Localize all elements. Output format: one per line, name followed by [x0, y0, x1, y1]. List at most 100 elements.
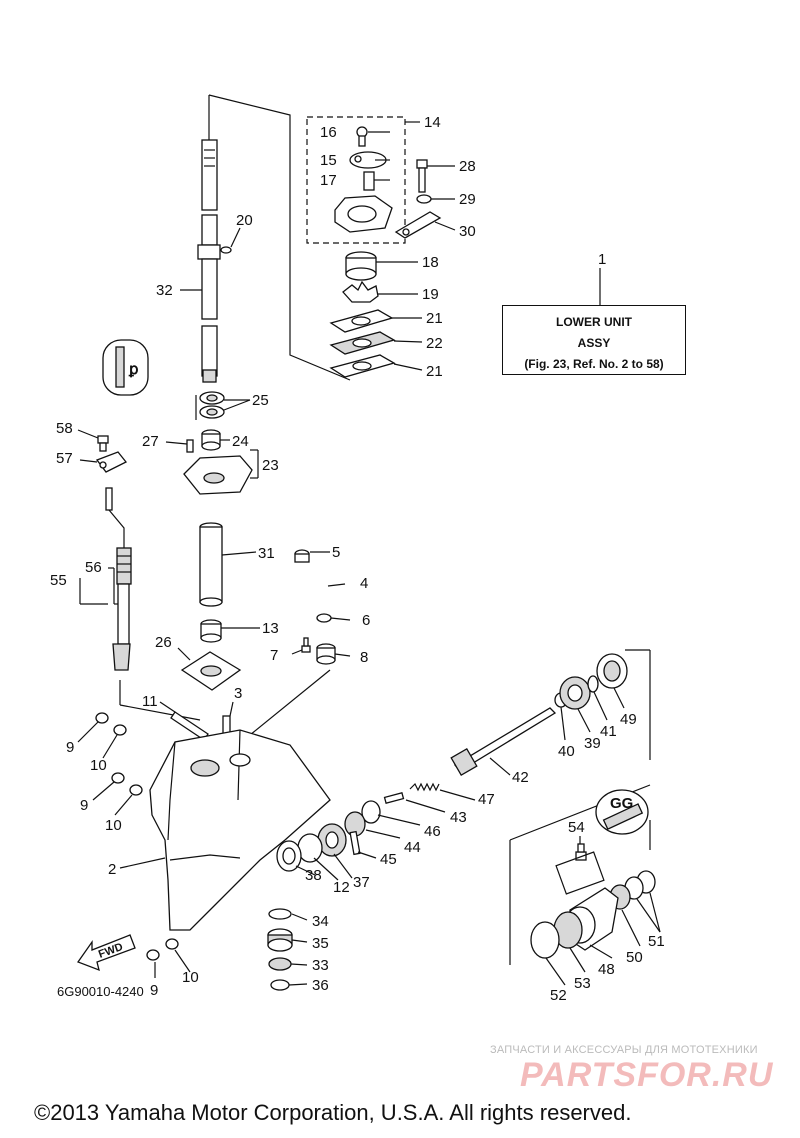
reverse-gear-39 [559, 676, 591, 710]
bracket-30 [394, 211, 442, 239]
callout-24: 24 [232, 433, 249, 450]
callout-45: 45 [380, 851, 397, 868]
guide-line-shaft [208, 94, 351, 381]
lower-unit-assy-label: LOWER UNIT ASSY (Fig. 23, Ref. No. 2 to … [502, 305, 686, 375]
fwd-arrow: FWD [76, 934, 136, 972]
callout-33: 33 [312, 957, 329, 974]
callout-5: 5 [332, 544, 340, 561]
holder-8 [316, 643, 336, 665]
oil-seal-housing-23 [183, 455, 253, 495]
callout-43: 43 [450, 809, 467, 826]
callout-29: 29 [459, 191, 476, 208]
bolt-9-middle [111, 772, 143, 796]
water-tube-4 [296, 568, 327, 610]
shim-34 [268, 908, 292, 920]
callout-1: 1 [598, 251, 606, 268]
callout-9-lower: 9 [150, 982, 158, 999]
callout-49: 49 [620, 711, 637, 728]
callout-10-lower: 10 [182, 969, 199, 986]
sleeve-31 [199, 522, 223, 607]
callout-56: 56 [85, 559, 102, 576]
callout-15: 15 [320, 152, 337, 169]
callout-26: 26 [155, 634, 172, 651]
pin-47 [383, 791, 405, 805]
seal-detail: ꝑ [102, 339, 149, 396]
callout-55: 55 [50, 572, 67, 589]
callout-7: 7 [270, 647, 278, 664]
callout-28: 28 [459, 158, 476, 175]
circlip-20 [220, 246, 232, 254]
callout-27: 27 [142, 433, 159, 450]
label-line-2: ASSY [577, 336, 611, 350]
oil-seals-25 [199, 391, 225, 419]
callout-22: 22 [426, 335, 443, 352]
label-line-1: LOWER UNIT [556, 315, 632, 329]
callout-54: 54 [568, 819, 585, 836]
callout-18: 18 [422, 254, 439, 271]
callout-numbers: 1 2 3 4 5 6 7 8 9 9 9 10 10 10 11 12 13 … [50, 114, 665, 1004]
callout-38: 38 [305, 867, 322, 884]
bolt-9-upper [95, 712, 127, 736]
callout-42: 42 [512, 769, 529, 786]
callout-12: 12 [333, 879, 350, 896]
callout-51: 51 [648, 933, 665, 950]
callout-23: 23 [262, 457, 279, 474]
callout-39: 39 [584, 735, 601, 752]
callout-32: 32 [156, 282, 173, 299]
callout-9-middle: 9 [80, 797, 88, 814]
water-pump-kit-box [306, 116, 406, 244]
label-line-3: (Fig. 23, Ref. No. 2 to 58) [524, 357, 664, 371]
callout-10-upper: 10 [90, 757, 107, 774]
pinion-33 [268, 957, 292, 971]
insert-cartridge-18 [345, 251, 377, 281]
callout-44: 44 [404, 839, 421, 856]
sealant-symbol: ꝑ [128, 361, 139, 378]
collar-24 [201, 429, 221, 451]
propeller-shaft-42 [450, 707, 557, 777]
o-ring-52 [530, 921, 560, 959]
bushing-17 [363, 171, 375, 191]
callout-41: 41 [600, 723, 617, 740]
callout-50: 50 [626, 949, 643, 966]
grease-detail: GG [595, 789, 649, 835]
guide-line-water-tube [249, 669, 331, 736]
callout-11: 11 [142, 693, 158, 710]
gasket-21-upper [329, 309, 394, 333]
bolt-9-lower [146, 938, 179, 961]
bolt-16 [356, 126, 368, 147]
callout-36: 36 [312, 977, 329, 994]
watermark-logo: PARTSFOR.RU [520, 1056, 774, 1094]
callout-8: 8 [360, 649, 368, 666]
washer-41 [587, 675, 599, 693]
copyright-notice: ©2013 Yamaha Motor Corporation, U.S.A. A… [34, 1100, 632, 1125]
callout-9-upper: 9 [66, 739, 74, 756]
bolt-58 [97, 435, 109, 452]
spring-43 [409, 782, 440, 792]
callout-25: 25 [252, 392, 269, 409]
bearing-35 [267, 928, 293, 952]
nut-36 [270, 979, 290, 991]
callout-2: 2 [108, 861, 116, 878]
bolt-28 [416, 159, 428, 193]
bolt-54 [575, 843, 587, 861]
callout-10-middle: 10 [105, 817, 122, 834]
callout-46: 46 [424, 823, 441, 840]
plate-26 [180, 651, 242, 691]
pin-27 [186, 439, 194, 453]
callout-35: 35 [312, 935, 329, 952]
callout-17: 17 [320, 172, 337, 189]
impeller-19 [342, 280, 379, 303]
callout-31: 31 [258, 545, 275, 562]
callout-57: 57 [56, 450, 73, 467]
watermark-caption: ЗАПЧАСТИ И АКСЕССУАРЫ ДЛЯ МОТОТЕХНИКИ [490, 1044, 758, 1056]
callout-47: 47 [478, 791, 495, 808]
callout-19: 19 [422, 286, 439, 303]
pin-45 [349, 830, 361, 856]
leader-lines [77, 121, 661, 986]
drive-shaft [197, 95, 221, 383]
callout-34: 34 [312, 913, 329, 930]
callout-16: 16 [320, 124, 337, 141]
callout-40: 40 [558, 743, 575, 760]
grommet-5 [294, 549, 310, 563]
